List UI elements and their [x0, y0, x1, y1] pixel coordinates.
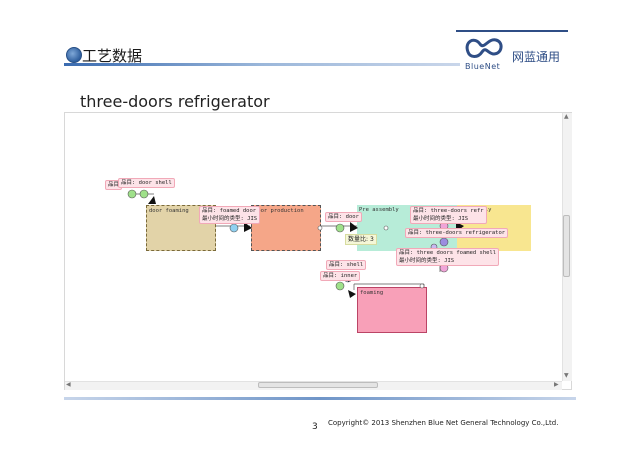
- tag-value: JIS: [444, 258, 455, 264]
- scroll-left-icon[interactable]: ◀: [66, 381, 71, 388]
- tag-key: 品目: [121, 180, 133, 186]
- scroll-up-icon[interactable]: ▲: [564, 113, 569, 120]
- item-tag-three-doors-refr[interactable]: 品目: three-doors refr 最小时间的类型: JIS: [410, 206, 487, 224]
- quantity-value: 3: [369, 236, 374, 243]
- bluenet-logo-icon: [465, 38, 503, 58]
- quantity-label: 数量比: [348, 236, 367, 243]
- tag-key: 品目: [108, 182, 120, 188]
- tag-value: door: [345, 214, 359, 220]
- node-label: foaming: [360, 290, 384, 296]
- tag-key: 品目: [329, 262, 341, 268]
- node-label: door foaming: [149, 208, 189, 214]
- tag-key: 最小时间的类型: [399, 258, 438, 264]
- tag-value: door shell: [138, 180, 172, 186]
- tag-key: 品目: [399, 250, 411, 256]
- tag-value: three doors foamed shell: [416, 250, 497, 256]
- horizontal-scroll-thumb[interactable]: [258, 382, 378, 388]
- item-tag-inner[interactable]: 品目: inner: [320, 271, 361, 281]
- page-number: 3: [312, 422, 318, 432]
- tag-value: JIS: [247, 216, 258, 222]
- document-title: three-doors refrigerator: [80, 92, 270, 111]
- tag-key: 品目: [413, 208, 425, 214]
- tag-key: 最小时间的类型: [202, 216, 241, 222]
- tag-key: 最小时间的类型: [413, 216, 452, 222]
- item-tag-shell[interactable]: 品目: shell: [326, 260, 367, 270]
- tag-value: three-doors refr: [430, 208, 484, 214]
- title-bullet-icon: [66, 47, 82, 63]
- tag-value: foamed door: [219, 208, 257, 214]
- tag-value: shell: [346, 262, 364, 268]
- tag-key: 品目: [328, 214, 340, 220]
- item-tag-foamed-door[interactable]: 品目: foamed door 最小时间的类型: JIS: [199, 206, 261, 224]
- quantity-ratio-label: 数量比: 3: [345, 234, 377, 245]
- scroll-down-icon[interactable]: ▼: [564, 372, 569, 379]
- tag-value: inner: [340, 273, 358, 279]
- logo-brand-cn: 网蓝通用: [512, 50, 561, 64]
- item-tag-door[interactable]: 品目: door: [325, 212, 362, 222]
- copyright-text: Copyright© 2013 Shenzhen Blue Net Genera…: [328, 419, 559, 427]
- tag-value: three-doors refrigerator: [425, 230, 506, 236]
- item-tag-three-doors-refrigerator[interactable]: 品目: three-doors refrigerator: [405, 228, 509, 238]
- tag-value: JIS: [458, 216, 469, 222]
- item-tag-three-doors-foamed-shell[interactable]: 品目: three doors foamed shell 最小时间的类型: JI…: [396, 248, 500, 266]
- logo-brand-en: BlueNet: [465, 62, 501, 71]
- item-tag-door-shell[interactable]: 品目: door shell: [118, 178, 175, 188]
- page-title: 工艺数据: [82, 47, 143, 65]
- footer-divider: [64, 397, 576, 400]
- vertical-scroll-thumb[interactable]: [563, 215, 570, 277]
- node-shell-foaming[interactable]: foaming: [357, 287, 427, 333]
- tag-key: 品目: [202, 208, 214, 214]
- node-label: Door production: [254, 208, 304, 214]
- item-markers: [127, 189, 466, 298]
- logo-top-rule: [456, 30, 568, 32]
- tag-key: 品目: [323, 273, 335, 279]
- scroll-right-icon[interactable]: ▶: [554, 381, 559, 388]
- node-label: Pre assembly: [359, 207, 399, 213]
- tag-key: 品目: [408, 230, 420, 236]
- header-divider: [64, 63, 460, 66]
